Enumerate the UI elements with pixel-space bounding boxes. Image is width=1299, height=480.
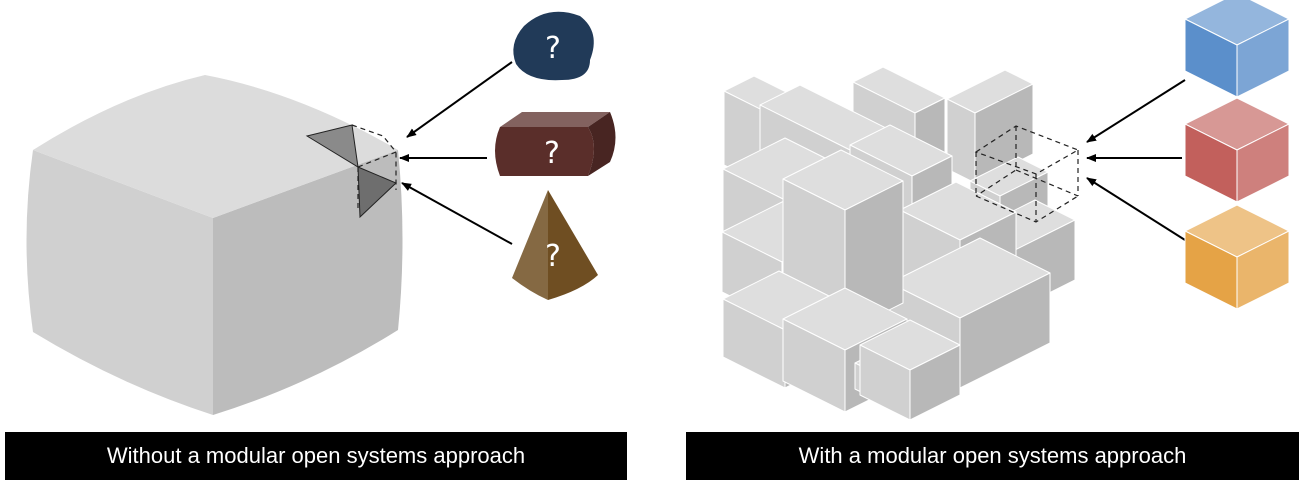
block-notch-side [357,166,397,219]
unknown-bar-shape: ? [495,112,616,176]
unknown-pyramid-shape: ? [512,190,598,300]
module-right-face [1236,123,1290,203]
module-block [859,319,961,421]
question-mark-icon: ? [545,239,561,274]
replacement-modules [1184,0,1290,310]
unknown-blob-shape: ? [513,11,594,81]
block-top-face [33,75,398,218]
modular-system-cube [721,66,1076,421]
module-right-face [909,344,961,421]
arrow-from-pyramid [401,182,513,245]
blue-module-cube [1184,0,1290,98]
question-mark-icon: ? [544,136,560,171]
block-left-face [26,150,213,415]
caption-without-moas: Without a modular open systems approach [5,432,627,480]
orange-module-cube [1184,204,1290,310]
question-mark-icon: ? [545,31,561,66]
arrow-from-blue-cube [1086,79,1186,143]
module-right-face [1236,18,1290,98]
module-right-face [1236,230,1290,310]
arrow-from-blob [406,61,513,138]
left-arrows [399,61,513,245]
block-notch-top [305,124,359,168]
monolithic-system-block [26,75,403,415]
empty-module-slot [974,125,1080,223]
arrow-from-orange-cube [1086,177,1186,241]
missing-piece-outline [351,124,397,210]
right-arrows [1086,79,1186,241]
caption-with-moas: With a modular open systems approach [686,432,1299,480]
block-right-face [213,150,403,415]
red-module-cube [1184,97,1290,203]
